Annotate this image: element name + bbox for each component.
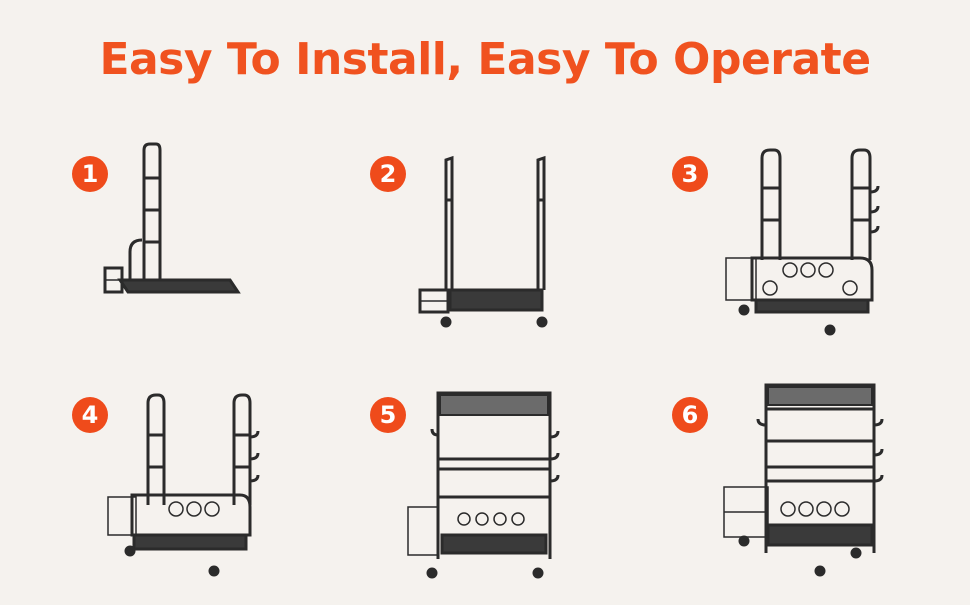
rack-step-2-illustration	[360, 140, 660, 360]
rack-step-5-illustration	[360, 385, 660, 605]
step-badge-5: 5	[370, 397, 406, 433]
step-badge-6: 6	[672, 397, 708, 433]
rack-step-6-illustration	[660, 385, 960, 605]
rack-step-3-illustration	[660, 140, 960, 360]
step-2: 2	[360, 140, 660, 360]
rack-step-1-illustration	[60, 140, 360, 360]
step-badge-1: 1	[72, 156, 108, 192]
step-badge-2: 2	[370, 156, 406, 192]
step-badge-3: 3	[672, 156, 708, 192]
step-1: 1	[60, 140, 360, 360]
step-5: 5	[360, 385, 660, 605]
rack-step-4-illustration	[60, 385, 360, 605]
step-4: 4	[60, 385, 360, 605]
page-title: Easy To Install, Easy To Operate	[99, 34, 871, 85]
step-3: 3	[660, 140, 960, 360]
step-6: 6	[660, 385, 960, 605]
step-badge-4: 4	[72, 397, 108, 433]
